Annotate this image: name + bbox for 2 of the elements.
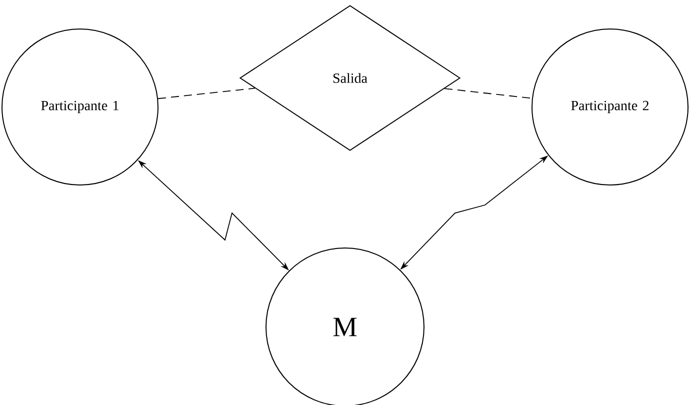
connector-line: [158, 88, 256, 100]
connector-line: [444, 88, 532, 99]
